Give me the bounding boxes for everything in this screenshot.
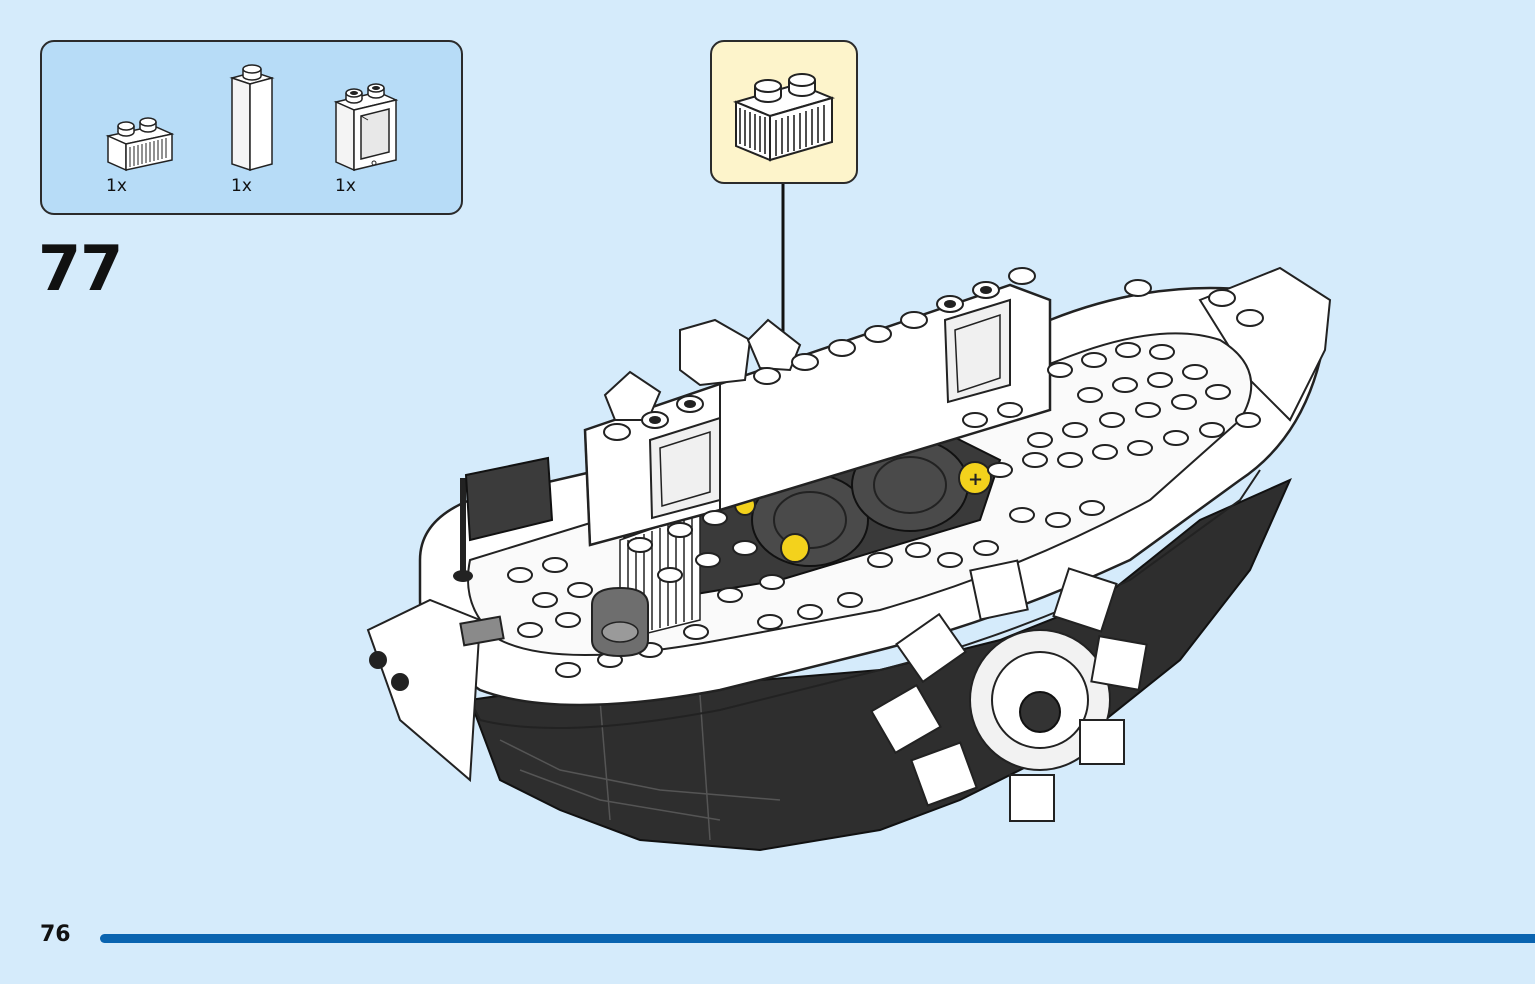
window-right [943,298,1011,404]
part-quantity: 1x [231,176,252,196]
part-quantity: 1x [335,176,356,196]
stern-block [366,598,482,783]
grille-brick-part-icon [105,117,175,172]
callout-box [710,40,858,184]
paddle-wheel [870,559,1148,822]
window-frame-part-icon [333,83,399,172]
svg-text:+: + [968,469,983,490]
tall-brick-part-icon [229,64,275,172]
axle-pin [780,533,810,563]
grille-brick-callout-icon [732,73,836,162]
axle-pin [958,461,992,495]
studs [603,267,1264,441]
parts-list-panel: 1x 1x 1x [40,40,463,215]
step-number: 77 [38,232,123,305]
part-quantity: 1x [106,176,127,196]
page-number: 76 [40,922,71,947]
flag [453,456,554,582]
page-bar [100,934,1535,943]
grey-ring [591,586,649,658]
